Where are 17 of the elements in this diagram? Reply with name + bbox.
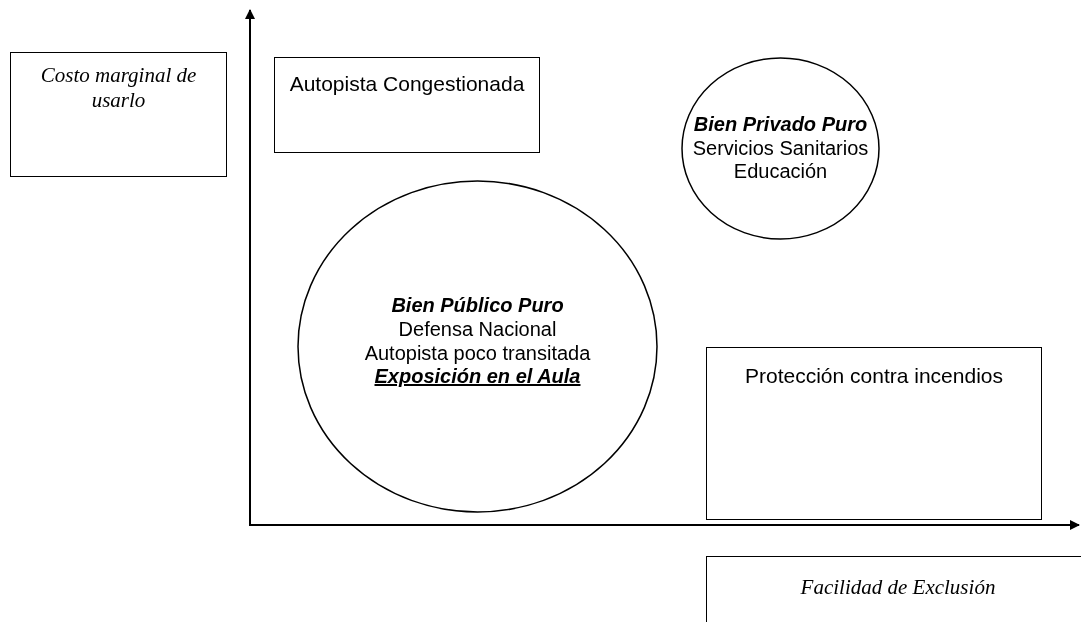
axis-label: Costo marginal de usarlo [39, 63, 198, 113]
category-box [706, 347, 1042, 520]
category-ellipse [297, 180, 658, 513]
category-ellipse [681, 57, 880, 240]
category-heading: Bien Público Puro [391, 294, 564, 318]
example-text: Autopista poco transitada [364, 341, 591, 366]
highlighted-example: Exposición en el Aula [374, 365, 581, 389]
axis-label-box [706, 556, 1081, 622]
example-text: Educación [733, 160, 828, 184]
axis-label: Facilidad de Exclusión [800, 575, 996, 600]
example-text: Servicios Sanitarios [692, 136, 869, 161]
example-text: Autopista Congestionada [289, 72, 525, 97]
category-heading: Bien Privado Puro [693, 113, 868, 137]
example-text: Defensa Nacional [398, 317, 557, 342]
axis-label-box [10, 52, 227, 177]
category-box [274, 57, 540, 153]
example-text: Protección contra incendios [745, 364, 1003, 389]
